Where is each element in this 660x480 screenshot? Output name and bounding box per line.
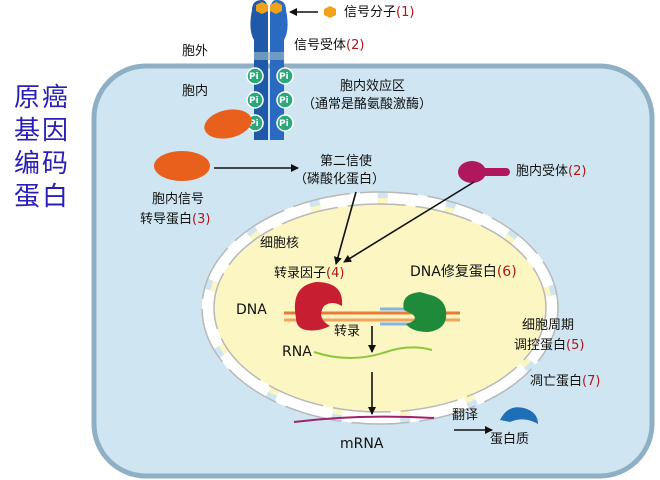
dna-repair-protein-label: DNA修复蛋白(6) <box>410 264 517 280</box>
mrna-strand <box>293 415 435 423</box>
pathway-arrows <box>214 8 493 434</box>
pi-label: Pi <box>249 96 259 106</box>
pi-label: Pi <box>249 72 259 82</box>
translation-label: 翻译 <box>452 408 479 423</box>
side-title-line: 编码 <box>14 149 71 179</box>
second-messenger-sublabel: （磷酸化蛋白） <box>294 172 386 187</box>
side-title: 原癌 基因 编码 蛋白 <box>14 82 80 214</box>
signal-molecule-label: 信号分子(1) <box>344 5 415 20</box>
pi-label: Pi <box>279 72 289 82</box>
inside-label: 胞内 <box>182 84 209 99</box>
side-title-line: 蛋白 <box>14 182 71 212</box>
rna-strand <box>313 346 433 359</box>
side-title-line: 基因 <box>14 116 71 146</box>
second-messenger-label: 第二信使 <box>320 154 373 169</box>
pi-label: Pi <box>279 96 289 106</box>
intracellular-receptor-icon <box>458 161 510 183</box>
signal-receptor-label: 信号受体(2) <box>294 38 365 53</box>
outside-label: 胞外 <box>182 44 209 59</box>
cell-cycle-regulator-label: 细胞周期 <box>522 318 575 333</box>
transcription-label: 转录 <box>334 324 361 339</box>
effector-domain-sublabel: （通常是酪氨酸激酶） <box>302 97 433 112</box>
side-title-line: 原癌 <box>14 83 71 113</box>
protein-label: 蛋白质 <box>490 432 530 447</box>
pi-label: Pi <box>279 119 289 129</box>
pi-label: Pi <box>249 119 259 129</box>
mrna-label: mRNA <box>340 436 384 452</box>
transducer-sublabel: 转导蛋白(3) <box>140 212 211 227</box>
cell-cycle-regulator-sublabel: 调控蛋白(5) <box>514 338 585 353</box>
transcription-factor-icon <box>294 282 343 331</box>
protein-product-icon <box>500 407 538 424</box>
apoptosis-protein-label: 凋亡蛋白(7) <box>530 374 601 389</box>
transducer-label: 胞内信号 <box>152 192 205 207</box>
transducer-protein-icon <box>154 151 210 181</box>
transducer-protein-icon <box>204 109 252 139</box>
signal-molecule-icon <box>256 2 336 18</box>
nucleus-label: 细胞核 <box>260 236 300 251</box>
rna-label: RNA <box>282 344 312 360</box>
dna-repair-protein-icon <box>403 292 447 332</box>
phosphate-groups: Pi Pi Pi Pi Pi Pi <box>246 67 294 132</box>
intracellular-receptor-label: 胞内受体(2) <box>516 164 587 179</box>
dna-label: DNA <box>236 302 267 318</box>
effector-domain-label: 胞内效应区 <box>340 79 406 94</box>
transcription-factor-label: 转录因子(4) <box>274 266 345 281</box>
